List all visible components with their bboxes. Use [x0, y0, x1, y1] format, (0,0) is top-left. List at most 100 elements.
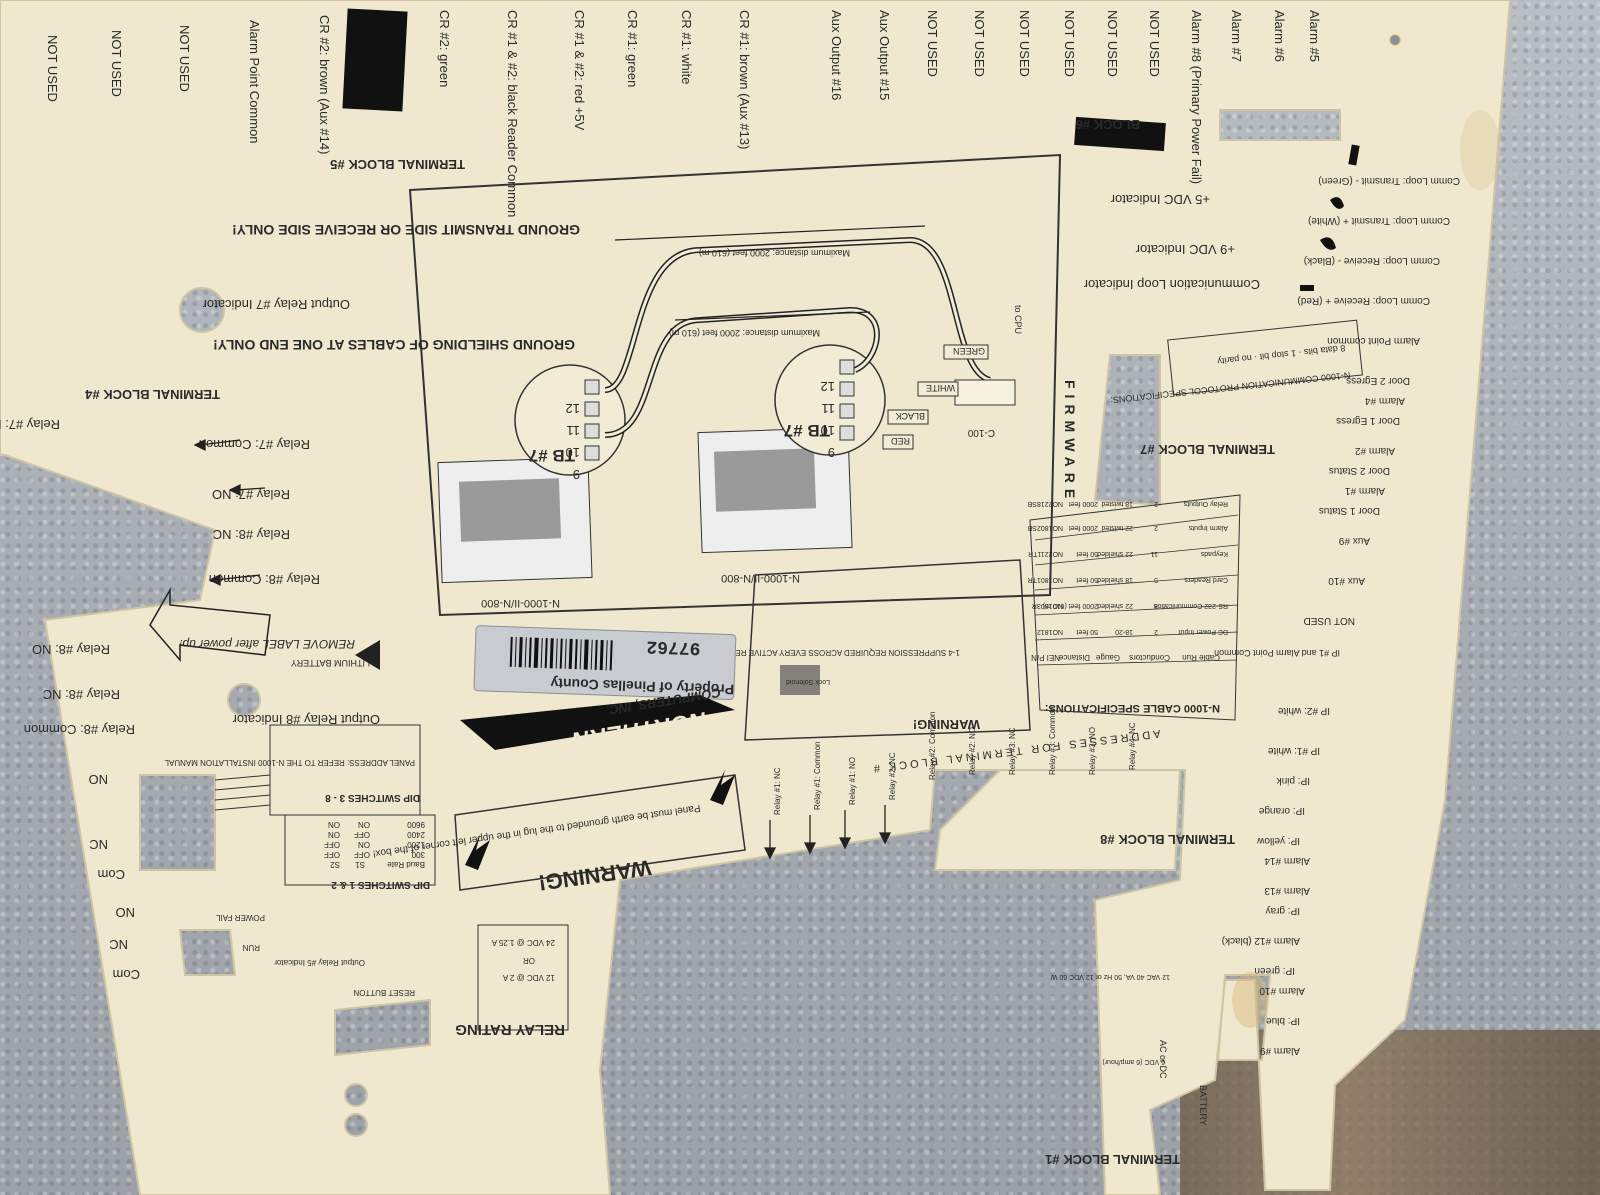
right-label: IP: pink: [1276, 775, 1310, 786]
terminal-number: 12: [566, 401, 580, 416]
cable-spec-cell: 2000 feet: [1069, 500, 1098, 507]
baud-cell: OFF: [354, 830, 370, 839]
lightning-icon: [465, 835, 490, 870]
run-label: RUN: [242, 943, 260, 952]
cable-spec-cell: 22 twisted: [1101, 524, 1133, 531]
cable-spec-cell: 3: [1154, 602, 1158, 609]
cable-spec-cell: 2: [1154, 628, 1158, 635]
terminal-number: 11: [822, 401, 836, 416]
right-label: Alarm #12 (black): [1222, 935, 1300, 946]
right-label: Comm Loop: Receive + (Red): [1297, 295, 1430, 306]
relay-label: Relay #8: Common: [24, 722, 135, 737]
cable-spec-cell: 11: [1151, 550, 1158, 557]
top-label: CR #2: green: [437, 10, 452, 87]
c100-converter: [954, 379, 1016, 406]
relay-address: Relay #3: NC: [1008, 727, 1017, 775]
cable-spec-cell: 50 feet: [1077, 628, 1098, 635]
right-label: Alarm #2: [1355, 445, 1395, 456]
top-label: NOT USED: [109, 30, 124, 97]
relay-label: Relay #8: NC: [43, 687, 120, 702]
board-left-label: N-1000-II/N-800: [481, 597, 560, 609]
top-label: CR #2: brown (Aux #14): [317, 15, 332, 154]
relay-rating-title: RELAY RATING: [455, 1021, 565, 1038]
top-label: Aux Output #15: [877, 10, 892, 100]
relay-label: Relay #8: NC: [213, 527, 290, 542]
top-label: CR #1 & #2: red +5V: [572, 10, 587, 131]
relay-address: Relay #3: NO: [1088, 727, 1097, 775]
right-label: Comm Loop: Transmit + (White): [1308, 215, 1450, 226]
cable-spec-cell: NO1801TR: [1028, 576, 1063, 583]
right-label: Aux #9: [1338, 535, 1370, 546]
relay-address: Relay #2: NC: [888, 752, 897, 800]
firmware-label: FIRMWARE: [1062, 380, 1078, 504]
right-label: IP: blue: [1266, 1015, 1300, 1026]
cable-spec-cell: DC Power Input: [1179, 628, 1228, 635]
top-label: CR #1: brown (Aux #13): [737, 10, 752, 149]
relay-label: NO: [89, 772, 109, 787]
cable-spec-cell: Relay Outputs: [1183, 500, 1228, 507]
baud-header: S1: [355, 860, 365, 869]
cable-spec-cell: 2000 feet (610 m): [1043, 602, 1098, 609]
cable-spec-title: N-1000 CABLE SPECIFICATIONS:: [1045, 702, 1220, 714]
baud-cell: 300: [411, 850, 425, 859]
right-label: Alarm #1: [1345, 485, 1385, 496]
top-label: Alarm #8 (Primary Power Fail): [1189, 10, 1204, 184]
cable-spec-cell: NO1802SB: [1027, 524, 1063, 531]
terminal-block-1-label: TERMINAL BLOCK #1: [1045, 1152, 1180, 1167]
relay-rating-line1: 12 VDC @ 2 A: [502, 973, 555, 982]
baud-cell: OFF: [324, 850, 340, 859]
baud-cell: 2400: [407, 830, 425, 839]
relay-address: Relay #1: NO: [848, 757, 857, 805]
right-label: IP: gray: [1266, 905, 1300, 916]
plus9-indicator-label: +9 VDC Indicator: [1135, 242, 1235, 257]
tb7-left-label: TB #7: [529, 446, 575, 465]
relay-rating-line2: 24 VDC @ 1.25 A: [491, 938, 555, 947]
max-distance-inner: Maximum distance: 2000 feet (610 m): [669, 328, 820, 338]
output-relay-7-indicator-label: Output Relay #7 Indicator: [202, 297, 350, 312]
baud-cell: 1200: [407, 840, 425, 849]
cable-spec-header: Distance: [1058, 653, 1090, 662]
right-label: Comm Loop: Receive - (Black): [1304, 255, 1440, 266]
to-cpu-label: to CPU: [1013, 305, 1023, 334]
relay-address: Relay #1: Common: [813, 742, 822, 810]
right-label: Alarm #10: [1259, 985, 1305, 996]
top-label: CR #1: green: [625, 10, 640, 87]
top-label: Alarm #6: [1272, 10, 1287, 62]
battery-terminal-label: BATTERY: [1198, 1085, 1208, 1126]
right-label: IP: orange: [1258, 805, 1305, 816]
baud-cell: ON: [328, 820, 340, 829]
terminal-number: 10: [821, 423, 835, 438]
remove-label-notice: LITHIUM BATTERY REMOVE LABEL after power…: [149, 587, 380, 670]
top-label: NOT USED: [1105, 10, 1120, 77]
cable-spec-header: Cable Run: [1182, 653, 1220, 662]
right-label: IP #2: white: [1277, 705, 1330, 716]
top-label: NOT USED: [177, 25, 192, 92]
baud-header: S2: [330, 860, 340, 869]
right-label: Alarm #13: [1264, 885, 1310, 896]
dip-switches-3-8-text: PANEL ADDRESS: REFER TO THE N-1000 INSTA…: [164, 758, 415, 767]
relay-label: NC: [109, 937, 128, 952]
relay-label: Com: [98, 867, 125, 882]
baud-cell: OFF: [354, 850, 370, 859]
baud-cell: OFF: [324, 840, 340, 849]
comm-loop-indicator-label: Communication Loop Indicator: [1083, 277, 1260, 292]
right-label: Door 1 Egress: [1336, 415, 1400, 426]
top-label-row: NOT USED NOT USED NOT USED Alarm Point C…: [45, 10, 1322, 217]
output-relay-5-label: Output Relay #5 Indicator: [274, 958, 365, 967]
right-label: IP #1: white: [1267, 745, 1320, 756]
top-label: NOT USED: [45, 35, 60, 102]
terminal-block-4-label: TERMINAL BLOCK #4: [84, 387, 220, 402]
marker-scribble: [1074, 116, 1166, 152]
cable-spec-cell: Alarm Inputs: [1188, 524, 1228, 531]
output-relay-8-indicator-label: Output Relay #8 Indicator: [232, 712, 380, 727]
right-label: Alarm #14: [1264, 855, 1310, 866]
block-6-label: BLOCK #6: [1076, 117, 1140, 132]
relay-label: Relay #8: Common: [209, 572, 320, 587]
baud-header: Baud Rate: [387, 860, 425, 869]
barcode: [509, 636, 613, 671]
power-fail-label: POWER FAIL: [216, 913, 265, 922]
right-label: Alarm #4: [1365, 395, 1405, 406]
cable-spec-header: NEI P/N: [1031, 653, 1060, 662]
right-label: Aux #10: [1328, 575, 1365, 586]
wire-clip-marks: [1300, 144, 1360, 291]
